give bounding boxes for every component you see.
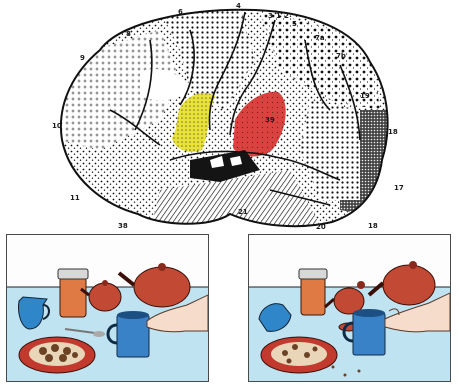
- small-teapot-icon: [89, 283, 121, 311]
- big-teapot-icon: [134, 267, 190, 307]
- mug-icon: [353, 313, 385, 355]
- panel-disrupted-scene: [248, 234, 451, 382]
- area-label-6: 6: [178, 8, 183, 16]
- area-label-4: 4: [236, 2, 241, 10]
- disrupted-scene-svg: [249, 235, 450, 381]
- area-label-18b: 18: [368, 222, 378, 230]
- area-label-1: 1: [276, 12, 281, 20]
- area-label-9: 9: [80, 54, 85, 62]
- big-teapot-icon: [383, 265, 435, 305]
- area-label-38: 38: [118, 222, 128, 230]
- area-label-5: 5: [292, 20, 297, 28]
- area-label-2: 2: [284, 12, 289, 20]
- area-label-8: 8: [126, 30, 131, 38]
- area-label-19: 19: [360, 92, 370, 100]
- brain-diagram: 6 4 3 1 2 5 7a 7b 8 9 10 19 18 17 11 38 …: [40, 0, 420, 232]
- area-label-11: 11: [70, 194, 80, 202]
- area-label-3: 3: [268, 12, 273, 20]
- area-label-7b: 7b: [336, 52, 346, 60]
- jar-icon: [301, 277, 325, 315]
- normal-scene-svg: [7, 235, 208, 381]
- panel-normal-scene: [6, 234, 209, 382]
- area-label-17: 17: [394, 184, 404, 192]
- area-label-18: 18: [388, 128, 398, 136]
- area-label-21: 21: [238, 208, 248, 216]
- mug-icon: [117, 315, 149, 357]
- area-label-39: 39: [265, 116, 275, 124]
- jar-icon: [60, 277, 86, 317]
- area-label-7a: 7a: [315, 34, 325, 42]
- area-label-10: 10: [52, 122, 62, 130]
- brain-regions: [40, 0, 420, 232]
- area-label-20: 20: [316, 223, 326, 231]
- brain-svg: 6 4 3 1 2 5 7a 7b 8 9 10 19 18 17 11 38 …: [40, 0, 420, 232]
